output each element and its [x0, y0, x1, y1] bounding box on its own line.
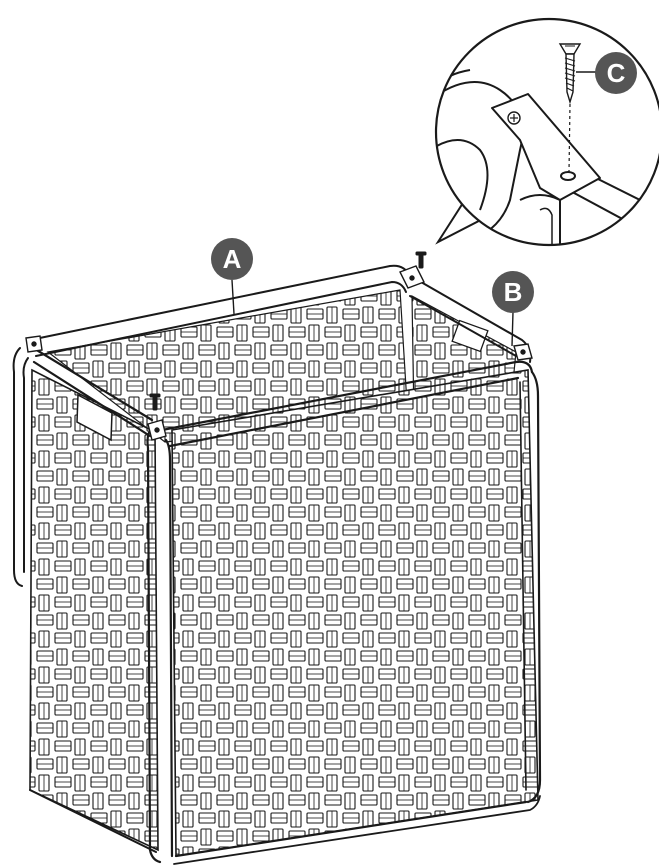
leader-line-b — [511, 311, 514, 347]
front-panel — [171, 369, 539, 857]
phillips-head-icon — [507, 111, 521, 125]
label-b-text: B — [504, 277, 523, 307]
label-badge-a: A — [211, 238, 253, 280]
screw-icon — [558, 43, 582, 105]
screw-icon — [149, 393, 161, 411]
screw-icon — [415, 251, 427, 269]
label-badge-c: C — [595, 52, 637, 94]
zoom-callout — [434, 17, 659, 247]
label-a-text: A — [223, 244, 242, 274]
left-side-panel — [29, 368, 159, 852]
label-c-text: C — [607, 58, 626, 88]
insertion-guide — [568, 103, 571, 173]
leader-line-a — [231, 279, 235, 315]
label-badge-b: B — [492, 271, 534, 313]
left-handle-slot — [76, 393, 113, 442]
inner-handle-slot — [451, 319, 489, 353]
corner-brackets — [25, 265, 533, 441]
